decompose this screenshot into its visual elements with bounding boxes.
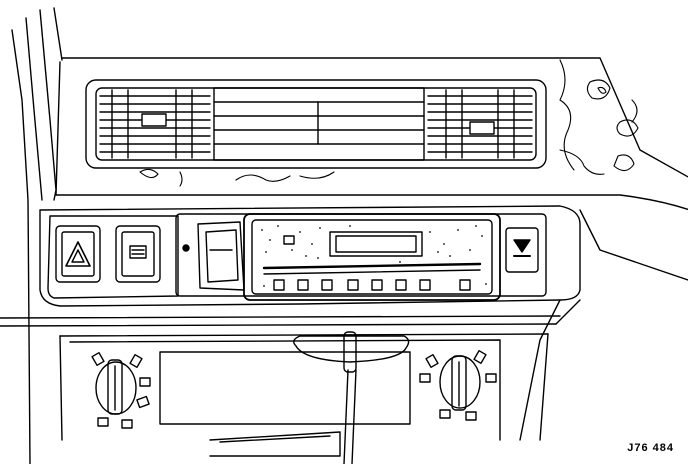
preset-button[interactable] xyxy=(395,279,407,291)
preset-button[interactable] xyxy=(297,279,309,291)
hazard-warning-switch[interactable] xyxy=(55,225,101,283)
radio-preset-buttons[interactable] xyxy=(273,279,471,291)
radio-indicator xyxy=(283,235,295,245)
lower-console xyxy=(0,299,581,457)
wood-grain-trim xyxy=(139,59,639,187)
radio-bay xyxy=(175,213,547,297)
preset-button[interactable] xyxy=(459,279,471,291)
radio-cassette-unit[interactable] xyxy=(243,213,501,301)
heated-rear-window-switch[interactable] xyxy=(115,225,161,283)
center-vent-slats xyxy=(213,87,425,161)
tape-slot xyxy=(262,262,482,270)
preset-button[interactable] xyxy=(371,279,383,291)
gear-selector-knob[interactable] xyxy=(293,331,410,465)
center-vent-grille xyxy=(85,79,547,169)
a-pillar-lines xyxy=(11,7,63,465)
left-temperature-knob[interactable] xyxy=(91,351,151,429)
right-temperature-knob[interactable] xyxy=(419,349,497,421)
radio-display xyxy=(329,231,423,257)
preset-button[interactable] xyxy=(321,279,333,291)
preset-button[interactable] xyxy=(273,279,285,291)
radio-speckle-texture xyxy=(261,225,487,287)
lower-fascia xyxy=(39,205,581,307)
right-vent-vanes xyxy=(427,89,533,159)
preset-button[interactable] xyxy=(419,279,431,291)
cassette-eject-button[interactable] xyxy=(505,227,539,273)
right-side-trim xyxy=(519,209,688,441)
figure-reference-code: J76 484 xyxy=(627,442,674,454)
left-vent-vanes xyxy=(99,89,211,159)
upper-dash-panel xyxy=(55,57,688,211)
preset-button[interactable] xyxy=(347,279,359,291)
